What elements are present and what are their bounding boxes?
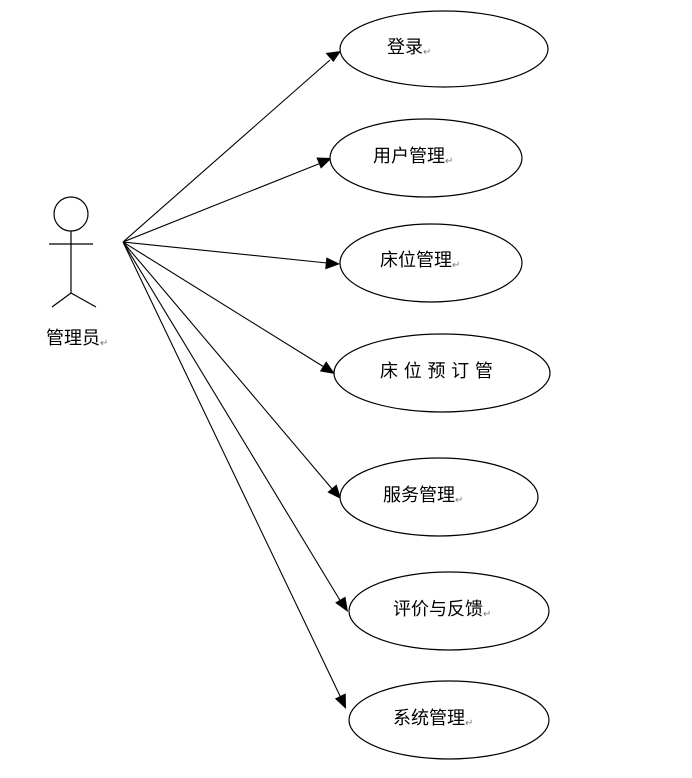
actor-right-leg	[70, 292, 97, 308]
paragraph-mark: ↵	[452, 260, 460, 271]
arrowhead-login	[325, 51, 341, 62]
use-case-label: 床位管理↵	[380, 250, 460, 271]
arrowhead-review-feedback	[335, 596, 348, 612]
arrowhead-bed-management	[325, 257, 340, 270]
arrow-to-login	[122, 59, 331, 243]
arrow-to-user-management	[122, 162, 322, 243]
actor-paragraph-mark: ↵	[100, 338, 108, 349]
arrow-to-bed-management	[122, 241, 328, 264]
use-case-label: 评价与反馈↵	[393, 599, 491, 620]
use-case-user-management: 用户管理↵	[329, 118, 523, 198]
use-case-ellipse	[348, 680, 550, 760]
use-case-login: 登录↵	[339, 10, 549, 88]
paragraph-mark: ↵	[465, 718, 473, 729]
arrowhead-service-management	[327, 484, 341, 499]
association-arrows	[122, 51, 348, 709]
arrow-to-bed-booking	[122, 241, 325, 368]
arrowhead-bed-booking	[319, 361, 335, 374]
arrow-to-service-management	[122, 241, 334, 491]
arrow-to-review-feedback	[122, 241, 342, 603]
use-case-review-feedback: 评价与反馈↵	[348, 571, 550, 651]
actor-figure	[49, 196, 97, 308]
arrowhead-system-management	[334, 693, 346, 709]
use-case-bed-management: 床位管理↵	[339, 223, 523, 303]
use-case-bed-booking: 床 位 预 订 管	[333, 333, 551, 413]
use-case-label: 床 位 预 订 管	[380, 361, 493, 382]
arrow-to-system-management	[122, 241, 342, 699]
use-case-ellipse	[348, 571, 550, 651]
actor-head	[53, 196, 89, 232]
use-case-ellipse	[339, 10, 549, 88]
use-case-service-management: 服务管理↵	[339, 457, 539, 537]
paragraph-mark: ↵	[483, 609, 491, 620]
paragraph-mark: ↵	[423, 47, 431, 58]
actor-label: 管理员↵	[46, 328, 108, 349]
use-case-label: 系统管理↵	[393, 708, 473, 729]
use-case-ellipse	[339, 223, 523, 303]
use-case-system-management: 系统管理↵	[348, 680, 550, 760]
use-case-ellipse	[329, 118, 523, 198]
paragraph-mark: ↵	[455, 495, 463, 506]
use-case-ellipse	[333, 333, 551, 413]
use-case-label: 登录↵	[387, 37, 431, 58]
use-case-label: 服务管理↵	[383, 485, 463, 506]
use-case-ellipse	[339, 457, 539, 537]
actor-left-leg	[51, 292, 72, 308]
use-case-label: 用户管理↵	[373, 146, 453, 167]
arrowhead-user-management	[316, 157, 332, 169]
paragraph-mark: ↵	[445, 156, 453, 167]
